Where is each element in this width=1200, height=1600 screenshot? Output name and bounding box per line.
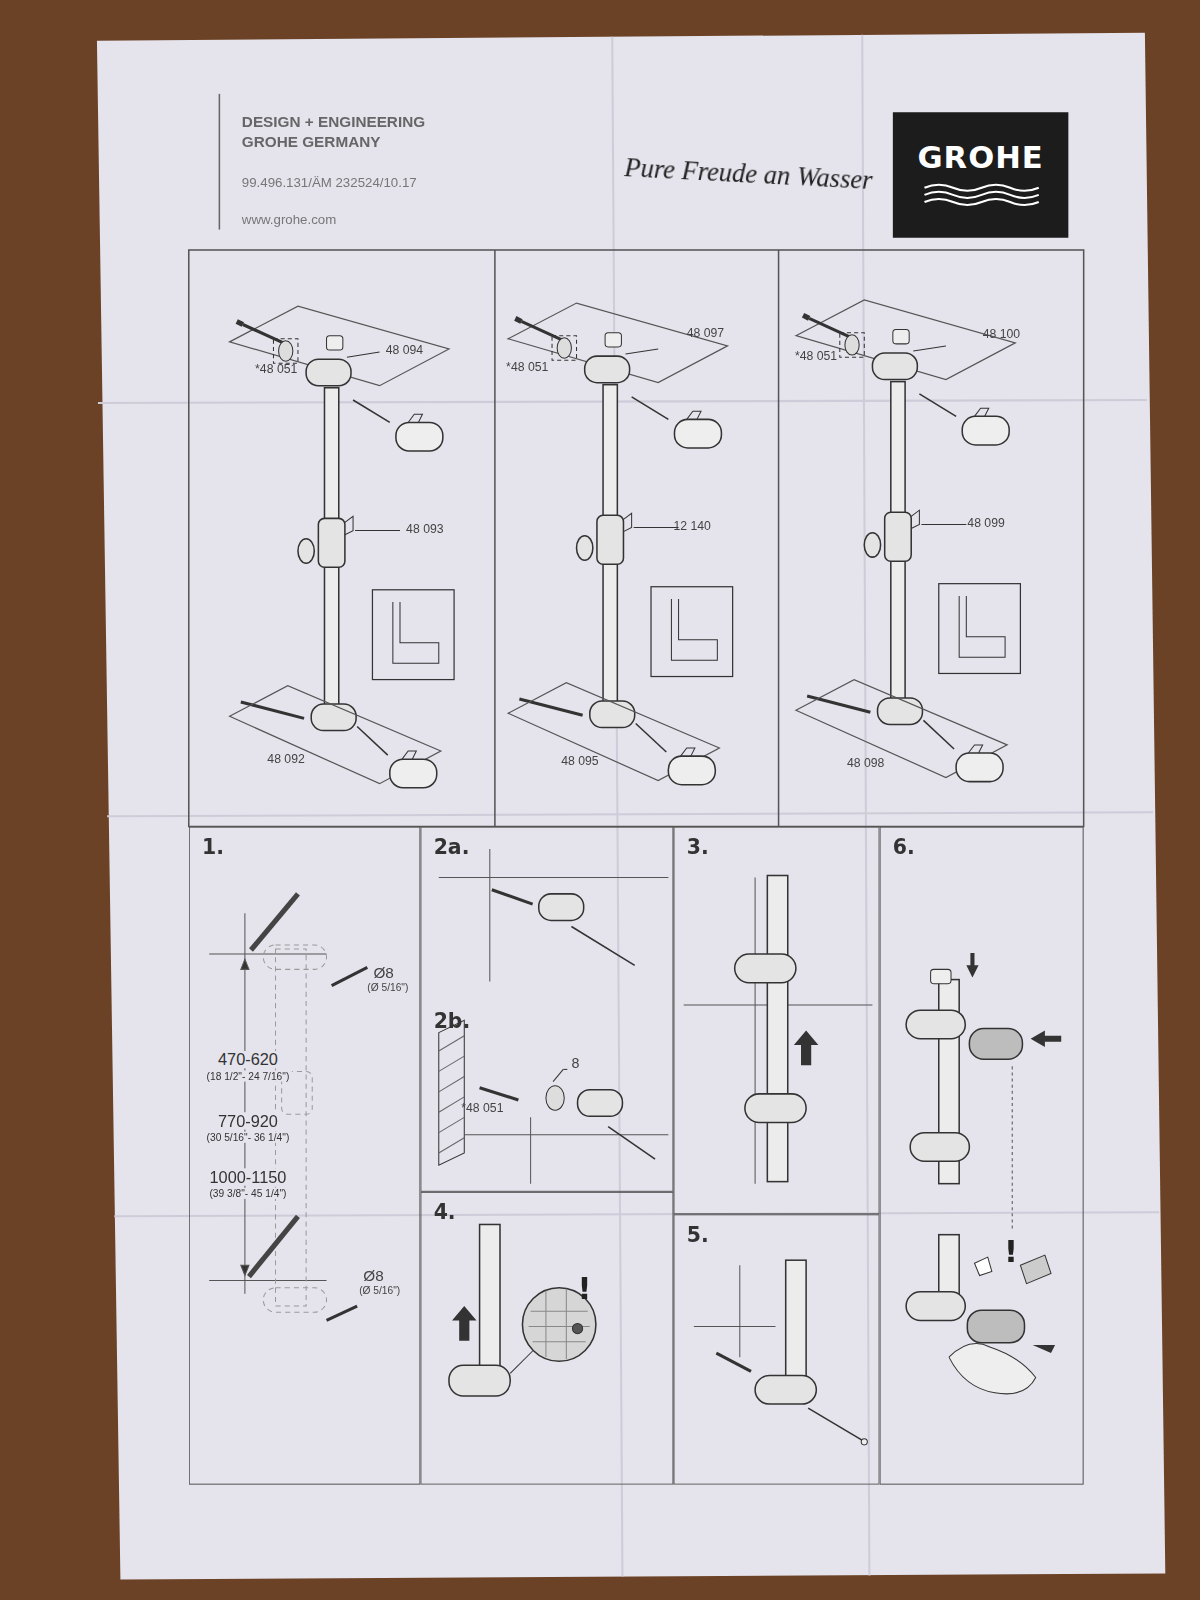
paper: [97, 33, 1165, 1580]
fold-lines: [98, 35, 1159, 1577]
header-text: DESIGN + ENGINEERING: [242, 112, 425, 130]
dimension-patch: (30 5/16"- 36 1/4"): [205, 1132, 292, 1143]
header-rule: [219, 94, 221, 230]
part-number: 48 098: [847, 757, 884, 771]
part-number: *48 051: [255, 363, 297, 377]
part-number: 48 100: [983, 328, 1020, 342]
part-number: *48 051: [506, 361, 548, 375]
drill-size: Ø8: [363, 1266, 383, 1284]
step-panel: 4.: [420, 1192, 673, 1485]
warning-mark: !: [1004, 1235, 1018, 1270]
drill-size-inch: (Ø 5/16"): [359, 1285, 400, 1297]
step2-drawing: [439, 849, 669, 1184]
part-number: 48 093: [406, 522, 443, 536]
dimension-patch: (39 3/8"- 45 1/4"): [207, 1188, 288, 1199]
logo-box: GROHE: [893, 112, 1069, 238]
step-panel: 1.: [189, 827, 421, 1485]
part-number: 48 094: [386, 344, 423, 358]
dimension-inch: (30 5/16"- 36 1/4"): [192, 1132, 304, 1144]
dimension: 1000-1150: [192, 1168, 304, 1187]
logo: [893, 112, 1069, 238]
dimension-patch: 1000-1150: [207, 1168, 288, 1185]
part-number: 12 140: [673, 519, 710, 533]
step-number: 5.: [687, 1223, 709, 1245]
step-number: 3.: [687, 836, 709, 858]
part-number: 48 097: [687, 327, 724, 341]
dimension-patch: 770-920: [216, 1112, 280, 1129]
dimension: 8: [571, 1055, 579, 1071]
dimension: 770-920: [192, 1112, 304, 1131]
dimension-patch: 470-620: [216, 1051, 280, 1068]
step5-drawing: [694, 1260, 867, 1445]
step3-drawing: [684, 876, 873, 1184]
frame: [189, 250, 1084, 827]
dimension-inch: (39 3/8"- 45 1/4"): [192, 1188, 304, 1200]
part-number: *48 051: [461, 1102, 503, 1116]
part-number: *48 051: [795, 350, 837, 364]
step-number: 1.: [202, 836, 224, 858]
panel-a: [230, 306, 454, 788]
document-number: 99.496.131/ÄM 232524/10.17: [242, 176, 417, 191]
warning-mark: !: [578, 1271, 592, 1306]
part-number: 48 092: [267, 753, 304, 767]
dimension: 470-620: [192, 1051, 304, 1070]
panel-c: [796, 300, 1020, 782]
drill-size-inch: (Ø 5/16"): [367, 982, 408, 994]
part-number: 48 095: [561, 755, 598, 769]
step4-drawing: [449, 1224, 596, 1395]
step-panel: 3.: [673, 827, 879, 1215]
dimension-inch: (18 1/2"- 24 7/16"): [192, 1070, 304, 1082]
step-number: 4.: [434, 1201, 456, 1223]
step1-drawing: [209, 894, 367, 1321]
step6-drawing: [906, 953, 1061, 1394]
step-panel: 6.: [880, 827, 1084, 1485]
step-number: 6.: [893, 836, 915, 858]
website: www.grohe.com: [242, 213, 336, 228]
dimension-patch: (18 1/2"- 24 7/16"): [205, 1070, 292, 1081]
step-number: 2b.: [434, 1009, 471, 1031]
drill-size: Ø8: [373, 963, 393, 981]
panel-b: [508, 303, 732, 785]
logo-text: GROHE: [893, 141, 1069, 175]
part-number: 48 099: [967, 516, 1004, 530]
step-number: 2a.: [434, 836, 470, 858]
step-panel: 2a. 2b.: [420, 827, 673, 1192]
step-panel: 5.: [673, 1214, 879, 1484]
header-text: GROHE GERMANY: [242, 133, 381, 151]
